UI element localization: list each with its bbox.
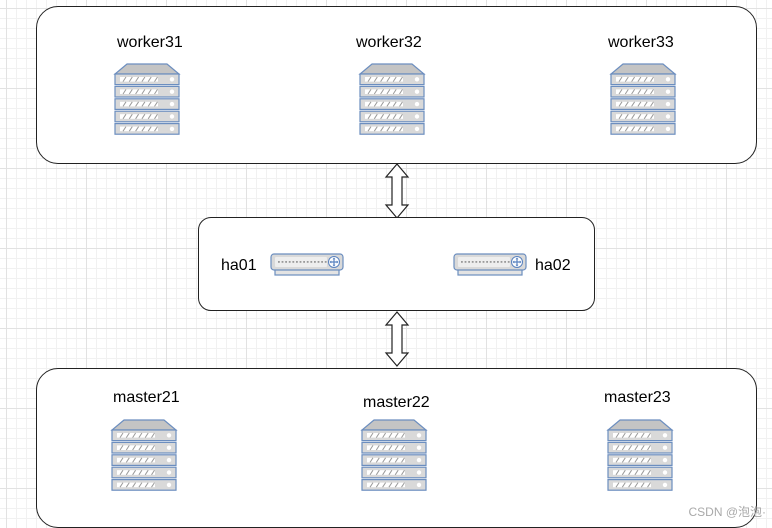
server-rack-icon	[113, 63, 181, 137]
worker32-label: worker32	[356, 34, 422, 51]
double-arrow-icon	[384, 311, 410, 367]
worker33-label: worker33	[608, 34, 674, 51]
master23-label: master23	[604, 389, 671, 406]
network-switch-icon	[270, 253, 344, 277]
watermark: CSDN @泡泡·	[688, 505, 766, 519]
server-rack-icon	[360, 419, 428, 493]
network-switch-icon	[453, 253, 527, 277]
master22-label: master22	[363, 394, 430, 411]
ha01-label: ha01	[221, 257, 257, 274]
master21-label: master21	[113, 389, 180, 406]
server-rack-icon	[358, 63, 426, 137]
server-rack-icon	[110, 419, 178, 493]
master-group: master21 master22 master23	[36, 368, 757, 528]
worker-group: worker31 worker32 worker33	[36, 6, 757, 164]
worker31-label: worker31	[117, 34, 183, 51]
ha02-label: ha02	[535, 257, 571, 274]
server-rack-icon	[606, 419, 674, 493]
server-rack-icon	[609, 63, 677, 137]
ha-group: ha01 ha02	[198, 217, 595, 311]
double-arrow-icon	[384, 163, 410, 219]
